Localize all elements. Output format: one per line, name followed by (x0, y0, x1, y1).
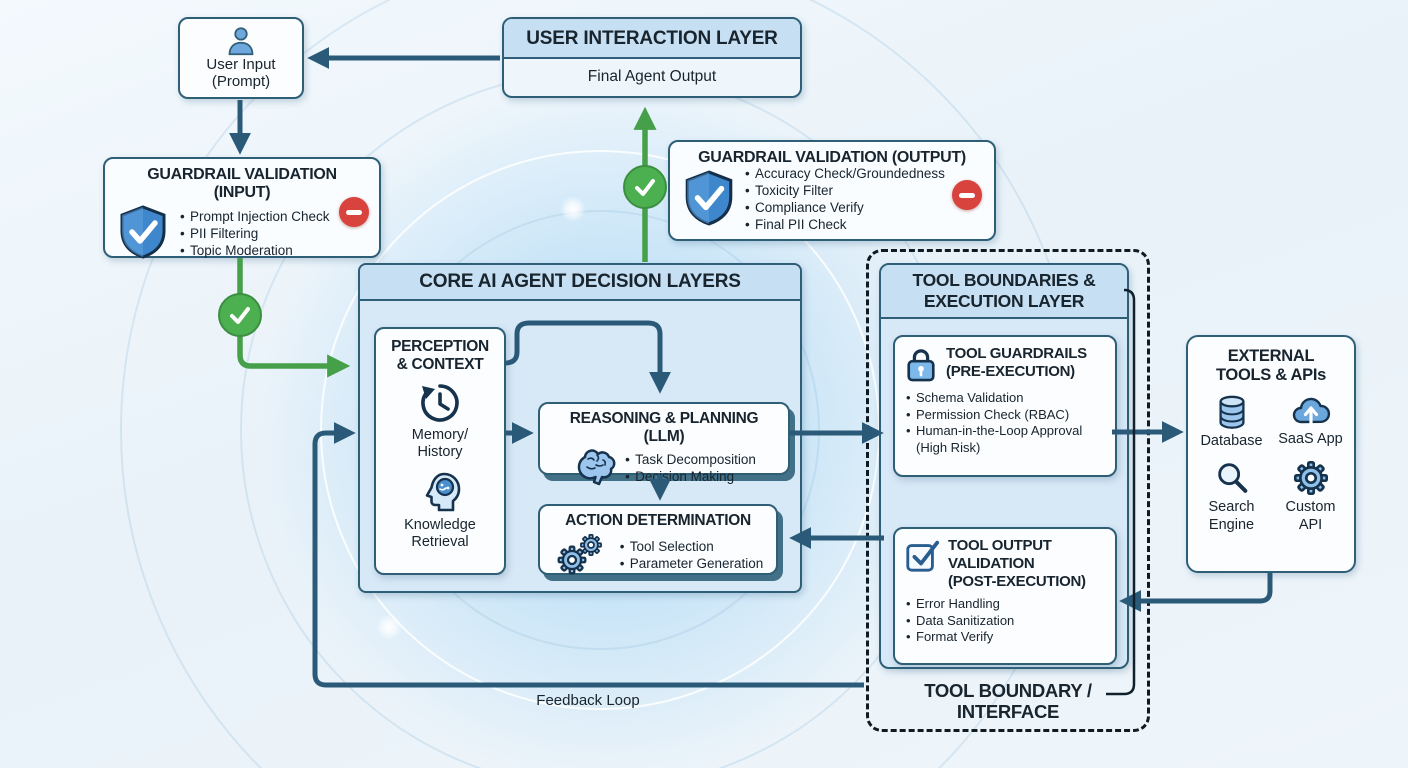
shield-check-icon (120, 205, 166, 259)
search-engine-label-line2: Engine (1208, 517, 1255, 533)
validation-pass-icon (623, 165, 667, 209)
lock-icon (907, 349, 935, 382)
external-item-custom-api: Custom API (1271, 459, 1350, 533)
bullet: Error Handling (906, 596, 1106, 613)
tool-boundary-label-line1: TOOL BOUNDARY / (924, 680, 1092, 701)
background-dot (376, 614, 402, 640)
bullet: Human-in-the-Loop Approval (High Risk) (906, 423, 1106, 456)
external-item-search-engine: Search Engine (1192, 459, 1271, 533)
database-icon (1218, 395, 1245, 429)
tool-guardrails-title-line1: TOOL GUARDRAILS (946, 345, 1087, 362)
memory-history-label-line1: Memory/ (411, 427, 469, 443)
tool-layer-title-line1: TOOL BOUNDARIES & (912, 270, 1096, 290)
validation-pass-icon (218, 293, 262, 337)
node-guardrail-validation-output: GUARDRAIL VALIDATION (OUTPUT) Accuracy C… (668, 140, 996, 241)
gears-icon (557, 534, 602, 575)
node-user-interaction-layer: USER INTERACTION LAYER Final Agent Outpu… (502, 17, 802, 98)
guardrail-output-bullets: Accuracy Check/Groundedness Toxicity Fil… (744, 165, 945, 233)
core-layer-title: CORE AI AGENT DECISION LAYERS (360, 265, 800, 301)
custom-api-label-line1: Custom (1285, 499, 1336, 515)
guardrail-input-title: GUARDRAIL VALIDATION (INPUT) (147, 166, 337, 201)
bullet: Prompt Injection Check (179, 208, 330, 225)
bullet: Topic Moderation (179, 242, 330, 259)
checkbox-icon (906, 540, 940, 572)
knowledge-retrieval-label-line2: Retrieval (411, 533, 469, 550)
tool-guardrails-bullets: Schema Validation Permission Check (RBAC… (906, 390, 1106, 456)
guardrail-input-bullets: Prompt Injection Check PII Filtering Top… (179, 208, 330, 259)
tool-boundary-interface-label: TOOL BOUNDARY / INTERFACE (869, 680, 1147, 722)
bullet: Tool Selection (619, 538, 764, 555)
search-icon (1217, 463, 1247, 493)
node-tool-guardrails: TOOL GUARDRAILS (PRE-EXECUTION) Schema V… (893, 335, 1117, 477)
saas-app-label: SaaS App (1278, 431, 1343, 447)
node-core-agent-layers: CORE AI AGENT DECISION LAYERS PERCEPTION… (358, 263, 802, 593)
bullet: Final PII Check (744, 216, 945, 233)
perception-title-line1: PERCEPTION (391, 338, 489, 355)
guardrail-output-title: GUARDRAIL VALIDATION (OUTPUT) (698, 149, 966, 166)
action-bullets: Tool Selection Parameter Generation (619, 538, 764, 572)
node-perception-context: PERCEPTION & CONTEXT Memory/ History Kno (374, 327, 506, 575)
bullet: Task Decomposition (624, 451, 756, 468)
user-input-label-line1: User Input (206, 56, 276, 73)
background-dot (560, 196, 586, 222)
block-icon (952, 180, 982, 210)
node-tool-execution-layer: TOOL BOUNDARIES & EXECUTION LAYER TOOL G… (879, 263, 1129, 669)
tool-output-bullets: Error Handling Data Sanitization Format … (906, 596, 1106, 646)
bullet: Toxicity Filter (744, 182, 945, 199)
knowledge-icon (425, 472, 461, 512)
cloud-upload-icon (1292, 397, 1330, 428)
bullet: Compliance Verify (744, 199, 945, 216)
reasoning-bullets: Task Decomposition Decision Making (624, 451, 756, 485)
user-icon (228, 27, 254, 56)
block-icon (339, 197, 369, 227)
reasoning-title: REASONING & PLANNING (LLM) (569, 410, 759, 445)
knowledge-retrieval-label-line1: Knowledge (404, 517, 476, 533)
bullet: Schema Validation (906, 390, 1106, 407)
feedback-loop-label: Feedback Loop (536, 692, 640, 709)
external-item-database: Database (1192, 393, 1271, 449)
tool-output-title-line3: (POST-EXECUTION) (948, 573, 1086, 590)
history-icon (421, 384, 459, 422)
gear-icon (1293, 460, 1328, 496)
bullet: PII Filtering (179, 225, 330, 242)
action-title: ACTION DETERMINATION (565, 512, 751, 529)
bullet: Accuracy Check/Groundedness (744, 165, 945, 182)
tool-output-title-line2: VALIDATION (948, 555, 1035, 572)
shield-check-icon (685, 170, 733, 226)
node-tool-output-validation: TOOL OUTPUT VALIDATION (POST-EXECUTION) … (893, 527, 1117, 665)
custom-api-label-line2: API (1298, 517, 1323, 533)
memory-history-label-line2: History (417, 443, 463, 460)
perception-title-line2: & CONTEXT (396, 356, 484, 373)
external-title-line2: TOOLS & APIs (1215, 366, 1327, 384)
user-interaction-title: USER INTERACTION LAYER (504, 19, 800, 59)
bullet: Parameter Generation (619, 555, 764, 572)
node-action-determination: ACTION DETERMINATION Tool Selection Para… (538, 504, 778, 575)
external-title-line1: EXTERNAL (1227, 347, 1315, 365)
bullet: Decision Making (624, 468, 756, 485)
bullet: Permission Check (RBAC) (906, 407, 1106, 424)
search-engine-label-line1: Search (1208, 499, 1255, 515)
tool-boundary-container: TOOL BOUNDARIES & EXECUTION LAYER TOOL G… (866, 249, 1150, 732)
tool-layer-title-line2: EXECUTION LAYER (923, 291, 1085, 311)
final-agent-output-label: Final Agent Output (587, 68, 717, 85)
node-user-input: User Input (Prompt) (178, 17, 304, 99)
database-label: Database (1200, 433, 1263, 449)
node-guardrail-validation-input: GUARDRAIL VALIDATION (INPUT) Prompt Inje… (103, 157, 381, 259)
user-input-label-line2: (Prompt) (211, 73, 271, 90)
external-item-saas-app: SaaS App (1271, 393, 1350, 449)
tool-boundary-label-line2: INTERFACE (956, 701, 1060, 722)
tool-guardrails-title-line2: (PRE-EXECUTION) (946, 363, 1075, 380)
bullet: Data Sanitization (906, 613, 1106, 630)
node-reasoning-planning: REASONING & PLANNING (LLM) Task Decompos… (538, 402, 790, 486)
bullet: Format Verify (906, 629, 1106, 646)
brain-icon (577, 449, 616, 486)
node-external-tools: EXTERNAL TOOLS & APIs Database SaaS App (1186, 335, 1356, 573)
tool-output-title-line1: TOOL OUTPUT (948, 537, 1052, 554)
